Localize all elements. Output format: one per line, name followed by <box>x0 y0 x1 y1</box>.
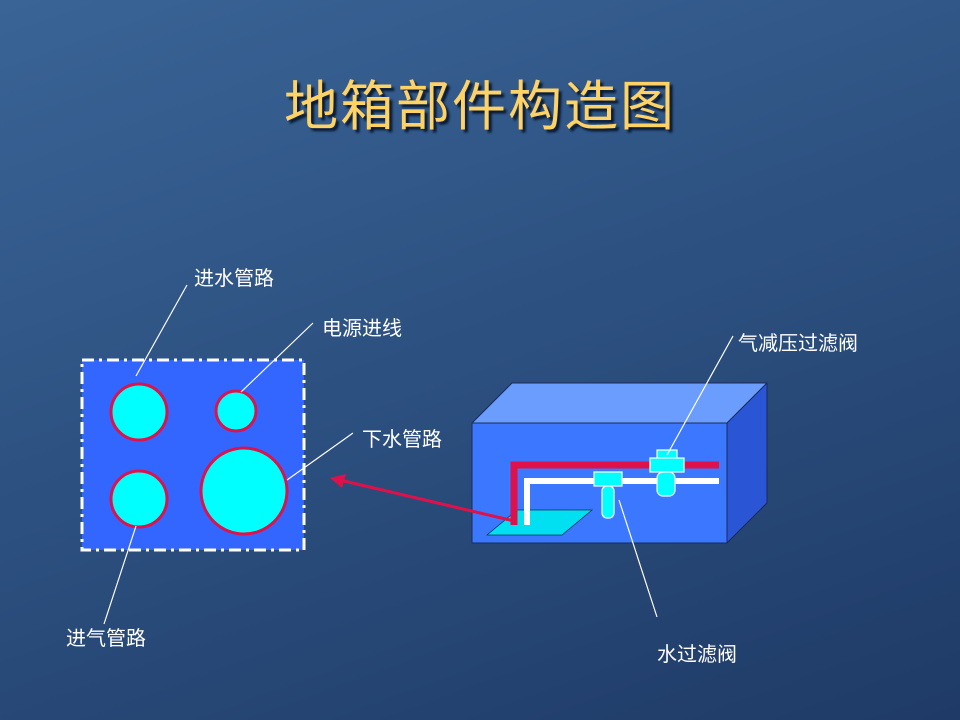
floor-box-3d <box>471 382 768 544</box>
label-water-valve: 水过滤阀 <box>657 642 737 666</box>
power-inlet-pipe <box>214 389 258 433</box>
leader-air-inlet <box>103 525 137 625</box>
label-drain: 下水管路 <box>362 427 442 451</box>
label-power-inlet: 电源进线 <box>322 316 402 340</box>
right-leader-lines <box>618 335 734 618</box>
white-water-pipe <box>524 478 719 525</box>
leader-water-inlet <box>135 284 188 377</box>
leader-drain <box>286 432 354 481</box>
leader-air-valve <box>666 335 734 456</box>
drain-pipe <box>199 446 289 536</box>
water-inlet-pipe <box>109 382 169 442</box>
arrow-to-panel <box>330 474 515 523</box>
left-leader-lines <box>103 284 354 625</box>
label-air-inlet: 进气管路 <box>66 626 146 650</box>
page-title: 地箱部件构造图 <box>284 75 676 138</box>
floor-box-top-panel <box>80 358 306 552</box>
water-filter-valve <box>593 471 623 519</box>
air-inlet-pipe <box>109 469 169 529</box>
leader-power-inlet <box>240 322 314 393</box>
box-side-face <box>727 383 767 543</box>
box-top-face <box>472 383 767 423</box>
leader-water-valve <box>618 499 658 618</box>
label-water-inlet: 进水管路 <box>194 266 274 290</box>
label-air-valve: 气减压过滤阀 <box>738 331 858 355</box>
